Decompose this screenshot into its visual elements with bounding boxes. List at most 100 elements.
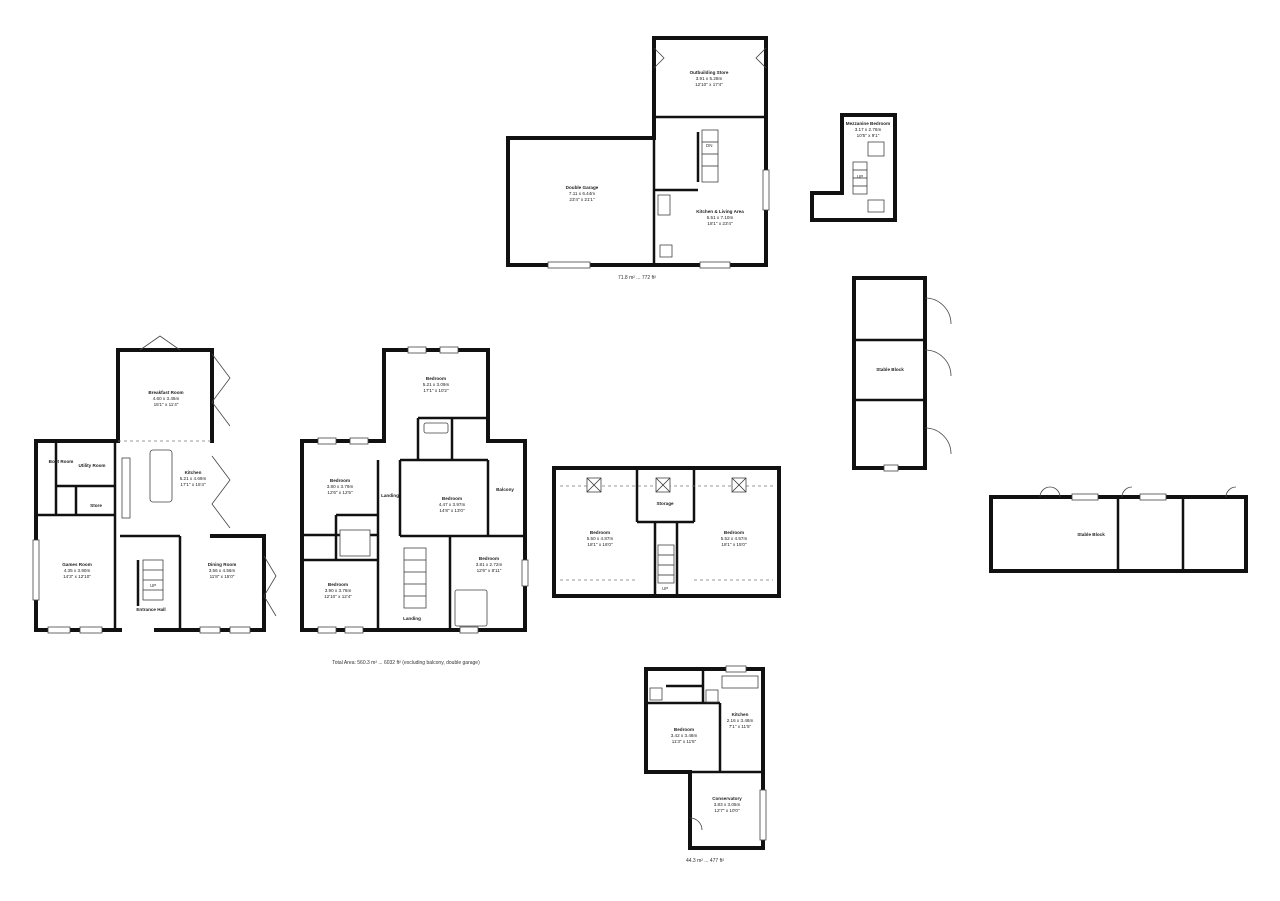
room-label-annex-bedroom: Bedroom 3.42 x 3.48m 11'3" x 11'5" xyxy=(671,727,698,745)
room-label-balcony: Balcony xyxy=(496,487,514,493)
room-dims-imperial: 18'1" x 23'4" xyxy=(707,221,733,226)
room-dims: 4.35 x 3.90m xyxy=(63,568,91,573)
room-dims: 3.80 x 3.79m xyxy=(326,484,354,489)
room-dims: 3.17 x 2.76m xyxy=(854,127,882,132)
room-dims: 3.90 x 3.76m xyxy=(324,588,352,593)
mezzanine-plan xyxy=(810,113,897,222)
room-label-conservatory: Conservatory 3.83 x 3.05m 12'7" x 10'0" xyxy=(712,796,742,814)
room-label-kitchen: Kitchen 5.21 x 4.69m 17'1" x 15'4" xyxy=(180,470,207,488)
room-label-stable-block-vertical: Stable Block xyxy=(876,367,904,373)
room-dims: 3.81 x 2.72m xyxy=(475,562,503,567)
room-name: Stable Block xyxy=(1077,532,1105,537)
room-name: Landing xyxy=(381,493,399,498)
room-name: Mezzanine Bedroom xyxy=(845,121,891,126)
room-label-store: Store xyxy=(90,503,102,509)
room-dims: 5.52 x 4.57m xyxy=(720,536,748,541)
room-label-second-bedroom-left: Bedroom 5.50 x 4.87m 18'1" x 16'0" xyxy=(587,530,614,548)
room-name: Bedroom xyxy=(589,530,611,535)
room-dims: 7.11 x 6.44m xyxy=(568,191,596,196)
room-label-storage: Storage xyxy=(656,501,673,507)
stable-block-horizontal-plan xyxy=(989,486,1248,573)
room-dims: 5.21 x 4.69m xyxy=(179,476,207,481)
room-label-mezzanine-bedroom: Mezzanine Bedroom 3.17 x 2.76m 10'5" x 9… xyxy=(846,121,890,139)
room-dims-imperial: 17'1" x 15'4" xyxy=(180,482,206,487)
room-name: Bedroom xyxy=(478,556,500,561)
room-label-utility-room: Utility Room xyxy=(78,463,105,469)
room-label-landing-2: Landing xyxy=(403,616,421,622)
room-name: Entrance Hall xyxy=(136,607,166,612)
room-dims: 4.60 x 3.45m xyxy=(152,396,180,401)
room-name: Balcony xyxy=(496,487,514,492)
second-floor-plan xyxy=(552,466,781,598)
room-dims: 5.50 x 4.87m xyxy=(586,536,614,541)
annex-plan xyxy=(644,665,767,850)
room-label-games-room: Games Room 4.35 x 3.90m 14'3" x 12'10" xyxy=(62,562,92,580)
total-area-caption: Total Area: 560.3 m² ... 6032 ft² (exclu… xyxy=(332,660,480,666)
room-dims-imperial: 12'10" x 17'4" xyxy=(695,82,723,87)
room-name: Bedroom xyxy=(723,530,745,535)
room-label-dining-room: Dining Room 3.56 x 4.56m 11'8" x 15'0" xyxy=(208,562,237,580)
room-dims-imperial: 7'1" x 11'5" xyxy=(728,724,752,729)
room-dims: 3.83 x 3.05m xyxy=(713,802,741,807)
room-name: Landing xyxy=(403,616,421,621)
room-name: Kitchen xyxy=(731,712,749,717)
room-name: Bedroom xyxy=(329,478,351,483)
room-name: Kitchen xyxy=(184,470,202,475)
room-dims-imperial: 12'6" x 8'11" xyxy=(476,568,502,573)
first-floor-plan xyxy=(300,346,529,634)
room-name: Boot Room xyxy=(48,459,74,464)
room-dims: 5.21 x 3.09m xyxy=(422,382,450,387)
room-dims: 5.51 x 7.10m xyxy=(706,215,734,220)
room-name: Storage xyxy=(656,501,674,506)
room-label-boot-room: Boot Room xyxy=(49,459,74,465)
room-name: Outbuilding Store xyxy=(689,70,729,75)
stair-up-label: UP xyxy=(857,174,864,179)
room-label-second-bedroom-right: Bedroom 5.52 x 4.57m 18'1" x 15'0" xyxy=(721,530,748,548)
room-dims-imperial: 11'8" x 15'0" xyxy=(209,574,235,579)
room-dims: 3.91 x 5.28m xyxy=(695,76,723,81)
room-dims-imperial: 14'3" x 12'10" xyxy=(63,574,91,579)
room-dims-imperial: 15'1" x 11'4" xyxy=(153,402,179,407)
room-dims-imperial: 11'3" x 11'5" xyxy=(671,739,697,744)
room-label-bedroom-right: Bedroom 3.81 x 2.72m 12'6" x 8'11" xyxy=(476,556,503,574)
room-label-bedroom-left-bottom: Bedroom 3.90 x 3.76m 12'10" x 12'4" xyxy=(324,582,352,600)
room-name: Bedroom xyxy=(425,376,447,381)
room-label-landing-1: Landing xyxy=(381,493,399,499)
room-name: Conservatory xyxy=(712,796,742,801)
room-dims-imperial: 17'1" x 10'2" xyxy=(423,388,449,393)
room-dims-imperial: 14'8" x 13'0" xyxy=(439,508,465,513)
room-dims-imperial: 12'7" x 10'0" xyxy=(714,808,740,813)
room-name: Utility Room xyxy=(78,463,106,468)
stable-block-vertical-plan xyxy=(852,276,952,472)
room-dims: 3.42 x 3.48m xyxy=(670,733,698,738)
room-label-bedroom-left-top: Bedroom 3.80 x 3.79m 12'6" x 12'5" xyxy=(327,478,354,496)
room-label-kitchen-living: Kitchen & Living Area 5.51 x 7.10m 18'1"… xyxy=(696,209,744,227)
room-label-stable-block-horizontal: Stable Block xyxy=(1077,532,1105,538)
stair-up-label: UP xyxy=(662,586,669,591)
room-name: Kitchen & Living Area xyxy=(696,209,744,214)
garage-building-plan xyxy=(506,36,770,269)
room-label-annex-kitchen: Kitchen 2.16 x 3.48m 7'1" x 11'5" xyxy=(727,712,754,730)
room-dims-imperial: 18'1" x 16'0" xyxy=(587,542,613,547)
room-label-outbuilding-store: Outbuilding Store 3.91 x 5.28m 12'10" x … xyxy=(690,70,729,88)
stair-down-label: DN xyxy=(706,143,713,148)
room-name: Store xyxy=(90,503,102,508)
room-dims-imperial: 18'1" x 15'0" xyxy=(721,542,747,547)
room-name: Bedroom xyxy=(441,496,463,501)
room-label-breakfast-room: Breakfast Room 4.60 x 3.45m 15'1" x 11'4… xyxy=(148,390,183,408)
annex-area-caption: 44.3 m² ... 477 ft² xyxy=(685,858,725,864)
room-dims: 2.16 x 3.48m xyxy=(726,718,754,723)
ground-floor-plan xyxy=(32,335,277,634)
room-dims: 3.56 x 4.56m xyxy=(208,568,236,573)
garage-area-caption: 71.8 m² ... 772 ft² xyxy=(617,275,657,281)
room-name: Bedroom xyxy=(327,582,349,587)
room-dims-imperial: 12'10" x 12'4" xyxy=(324,594,352,599)
room-dims-imperial: 12'6" x 12'5" xyxy=(327,490,353,495)
room-name: Stable Block xyxy=(876,367,904,372)
room-name: Games Room xyxy=(62,562,92,567)
stair-up-label: UP xyxy=(150,583,157,588)
room-dims: 4.47 x 3.97m xyxy=(438,502,466,507)
room-label-entrance-hall: Entrance Hall xyxy=(136,607,165,613)
room-name: Breakfast Room xyxy=(148,390,184,395)
